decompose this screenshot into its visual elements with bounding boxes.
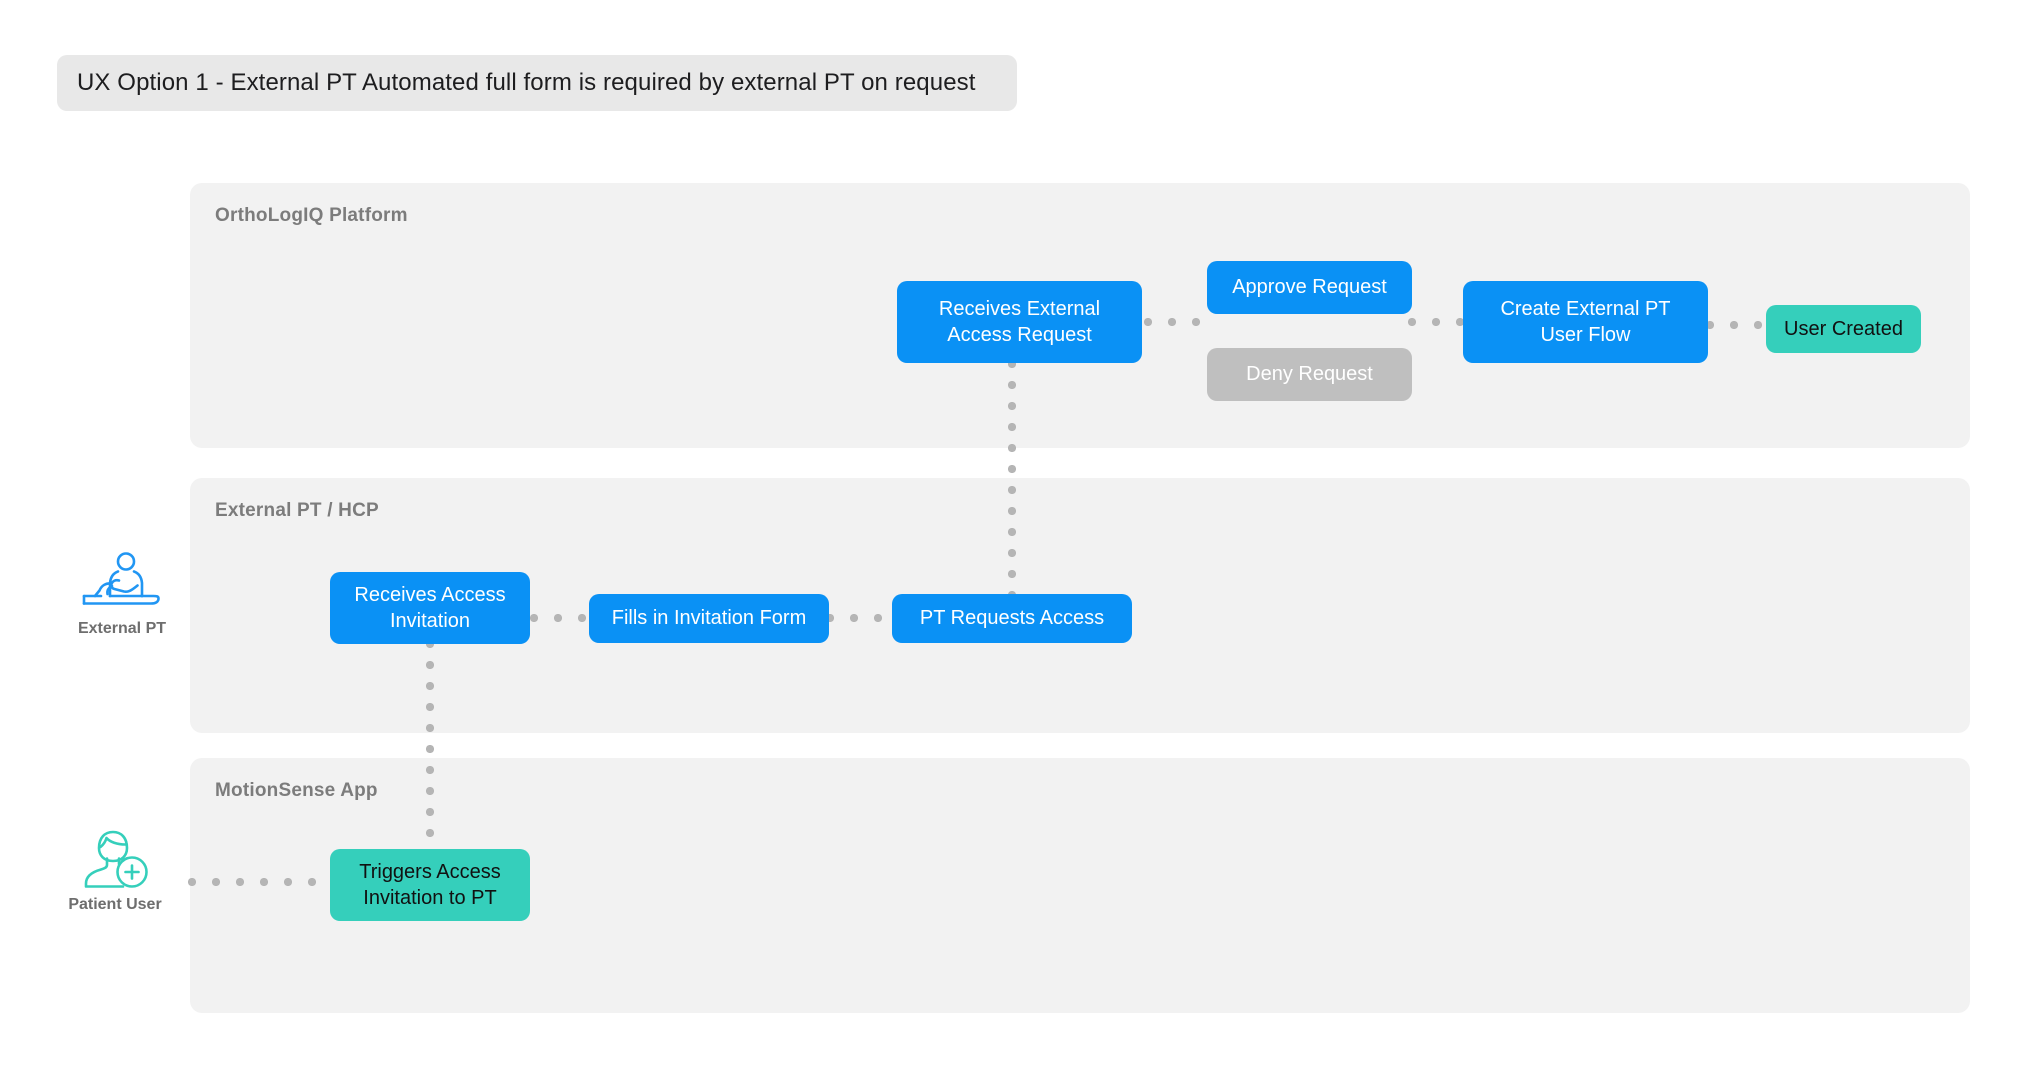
node-triggers-access-invitation-to-pt[interactable]: Triggers Access Invitation to PT — [330, 849, 530, 921]
node-deny-request[interactable]: Deny Request — [1207, 348, 1412, 401]
page-title: UX Option 1 - External PT Automated full… — [77, 69, 976, 96]
node-fills-in-invitation-form[interactable]: Fills in Invitation Form — [589, 594, 829, 643]
node-receives-external-access-request[interactable]: Receives External Access Request — [897, 281, 1142, 363]
node-user-created[interactable]: User Created — [1766, 305, 1921, 353]
diagram-title-chip: UX Option 1 - External PT Automated full… — [57, 55, 1017, 111]
node-pt-requests-access[interactable]: PT Requests Access — [892, 594, 1132, 643]
node-receives-access-invitation[interactable]: Receives Access Invitation — [330, 572, 530, 644]
swimlane-title-motionsense-app: MotionSense App — [215, 780, 378, 801]
swimlane-title-platform: OrthoLogIQ Platform — [215, 205, 408, 226]
persona-label-patient-user: Patient User — [68, 896, 162, 913]
node-create-external-pt-user-flow[interactable]: Create External PT User Flow — [1463, 281, 1708, 363]
persona-label-external-pt: External PT — [77, 620, 167, 637]
patient-user-icon — [40, 828, 190, 890]
connector-patient-to-triggers — [188, 878, 336, 886]
physical-therapist-icon — [47, 552, 197, 614]
connector-receives-invitation-to-fills — [530, 614, 592, 622]
connector-create-user-flow-to-user-created — [1706, 321, 1772, 329]
connector-receives-external-to-approve — [1144, 318, 1214, 326]
persona-external-pt: External PT — [47, 552, 197, 638]
node-approve-request[interactable]: Approve Request — [1207, 261, 1412, 314]
connector-approve-to-create-user-flow — [1408, 318, 1468, 326]
swimlane-title-external-pt-hcp: External PT / HCP — [215, 500, 379, 521]
persona-patient-user: Patient User — [40, 828, 190, 914]
connector-pt-requests-to-receives-external — [1008, 360, 1016, 600]
connector-fills-to-pt-requests — [826, 614, 896, 622]
connector-triggers-to-receives-invitation — [426, 640, 434, 856]
